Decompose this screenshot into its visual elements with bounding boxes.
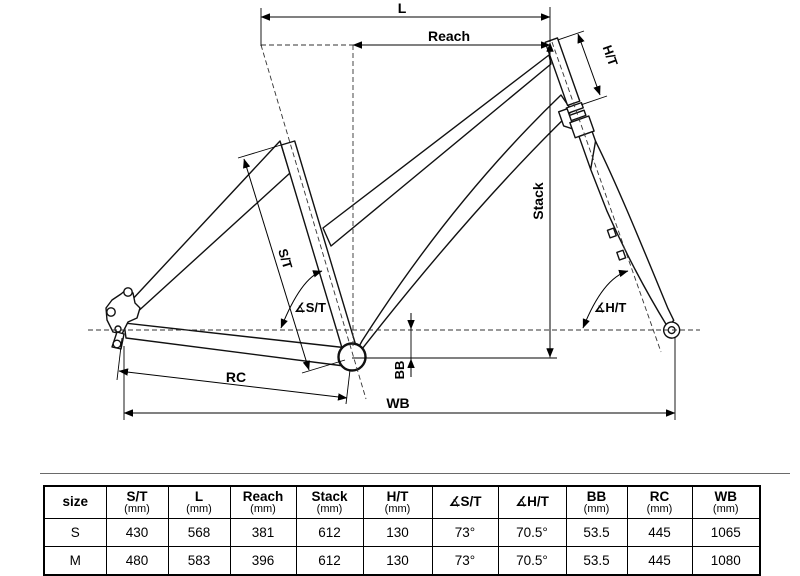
table-cell: 73° (431, 518, 499, 547)
table-cell: 1080 (691, 546, 761, 576)
table-cell: 73° (431, 546, 499, 576)
table-cell: 568 (167, 518, 231, 547)
dimension-st: S/T (237, 144, 346, 374)
header-unit: (mm) (583, 502, 610, 515)
col-header-angle-ht: ∡H/T (497, 485, 567, 519)
label-wb: WB (386, 395, 409, 411)
header-label: L (194, 488, 204, 504)
header-unit: (mm) (124, 502, 150, 515)
header-label: H/T (386, 488, 409, 504)
table-header-row: size S/T(mm) L(mm) Reach(mm) Stack(mm) H… (43, 485, 761, 519)
col-header-ht: H/T(mm) (362, 485, 433, 519)
table-cell: 1065 (691, 518, 761, 547)
seat-tube (280, 140, 360, 360)
bottom-bracket (337, 342, 367, 372)
label-l: L (398, 0, 407, 16)
chainstay (123, 322, 349, 367)
table-cell: M (43, 546, 107, 576)
header-unit: (mm) (250, 502, 276, 515)
table-cell: 612 (295, 518, 364, 547)
col-header-rc: RC(mm) (626, 485, 693, 519)
col-header-reach: Reach(mm) (229, 485, 297, 519)
header-unit: (mm) (186, 502, 212, 515)
table-cell: 430 (105, 518, 169, 547)
table-cell: 583 (167, 546, 231, 576)
header-label: S/T (126, 488, 148, 504)
table-cell: 53.5 (565, 546, 628, 576)
header-unit: (mm) (646, 502, 673, 515)
table-cell: 381 (229, 518, 297, 547)
dimension-angle-st: ∡S/T (280, 270, 326, 329)
header-label: ∡H/T (515, 494, 549, 510)
header-label: ∡S/T (448, 494, 482, 510)
header-label: RC (649, 488, 670, 504)
label-angle-st: ∡S/T (294, 300, 326, 315)
geometry-table: size S/T(mm) L(mm) Reach(mm) Stack(mm) H… (43, 485, 761, 576)
header-unit: (mm) (316, 502, 343, 515)
dimension-ht: H/T (558, 30, 621, 106)
header-label: Reach (242, 488, 284, 504)
table-cell: S (43, 518, 107, 547)
dimension-bb: BB (392, 313, 415, 380)
col-header-l: L(mm) (167, 485, 231, 519)
dimension-angle-ht: ∡H/T (582, 269, 629, 329)
col-header-wb: WB(mm) (691, 485, 761, 519)
table-cell: 445 (626, 546, 693, 576)
dimension-reach: Reach (352, 28, 551, 49)
col-header-size: size (43, 485, 107, 519)
dimension-wb: WB (123, 337, 676, 420)
bike-frame-outline (105, 37, 681, 372)
dimension-rc: RC (116, 337, 351, 405)
table-cell: 53.5 (565, 518, 628, 547)
table-row-size-m: M 480 583 396 612 130 73° 70.5° 53.5 445… (43, 546, 761, 576)
table-cell: 396 (229, 546, 297, 576)
table-cell: 130 (362, 546, 433, 576)
col-header-st: S/T(mm) (105, 485, 169, 519)
table-row-size-s: S 430 568 381 612 130 73° 70.5° 53.5 445… (43, 518, 761, 547)
label-ht: H/T (600, 43, 621, 68)
label-angle-ht: ∡H/T (594, 300, 627, 315)
col-header-bb: BB(mm) (565, 485, 628, 519)
table-cell: 70.5° (497, 518, 567, 547)
header-unit: (mm) (384, 502, 411, 515)
header-label: Stack (311, 488, 348, 504)
frame-geometry-diagram: L Reach Stack H/T S/T ∡S/T ∡H/T BB (88, 0, 700, 420)
dimension-L: L (260, 0, 551, 46)
label-rc: RC (226, 369, 246, 385)
table-cell: 445 (626, 518, 693, 547)
table-cell: 70.5° (497, 546, 567, 576)
header-label: BB (586, 488, 607, 504)
label-reach: Reach (428, 28, 470, 44)
label-bb: BB (392, 361, 407, 380)
header-label: WB (714, 488, 738, 504)
rear-dropout (105, 287, 141, 350)
section-divider (40, 473, 790, 474)
label-st: S/T (275, 247, 295, 271)
col-header-stack: Stack(mm) (295, 485, 364, 519)
header-unit: (mm) (712, 502, 739, 515)
table-cell: 612 (295, 546, 364, 576)
axis-lines (88, 41, 700, 400)
col-header-angle-st: ∡S/T (431, 485, 499, 519)
seatstay (129, 140, 291, 316)
table-cell: 130 (362, 518, 433, 547)
label-stack: Stack (530, 182, 546, 220)
steering-axis (551, 41, 662, 353)
dimension-stack: Stack (352, 7, 557, 359)
header-label: size (62, 494, 89, 510)
table-cell: 480 (105, 546, 169, 576)
seat-tube-axis (260, 44, 367, 400)
